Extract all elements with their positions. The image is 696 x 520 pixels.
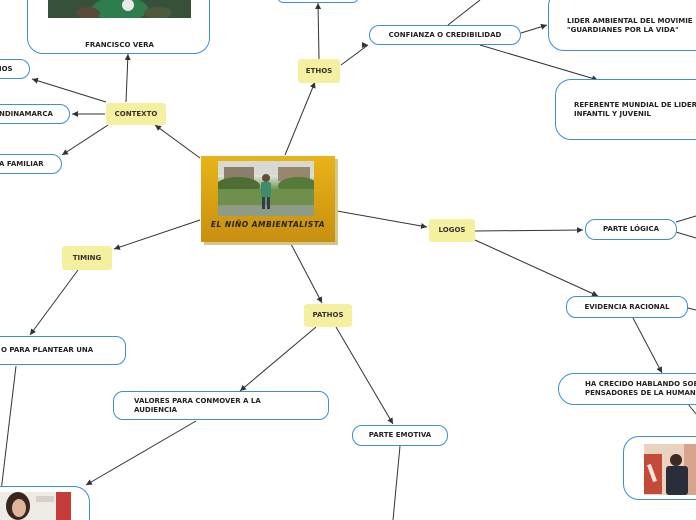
boy-photo <box>218 161 314 216</box>
node-evidencia-racional[interactable]: EVIDENCIA RACIONAL <box>566 296 688 318</box>
node-speaker-photo[interactable] <box>623 436 696 500</box>
line-pathos-valores <box>239 326 317 392</box>
francisco-photo-graphic <box>48 0 191 18</box>
node-timing[interactable]: TIMING <box>62 246 112 270</box>
node-contexto-item3[interactable]: A FAMILIAR <box>0 154 62 174</box>
node-lider-ambiental[interactable]: LIDER AMBIENTAL DEL MOVIMIE "GUARDIANES … <box>548 0 696 51</box>
line-hacrecido-right <box>687 403 696 415</box>
line-center-ethos <box>284 81 316 156</box>
francisco-photo <box>48 0 191 18</box>
node-francisco-vera[interactable]: FRANCISCO VERA <box>27 0 210 54</box>
speaker-photo <box>644 444 696 495</box>
line-contexto-item1 <box>31 77 107 103</box>
line-parte-down <box>675 231 696 239</box>
line-evidencia-right <box>687 307 696 311</box>
node-ethos-top[interactable] <box>277 0 359 3</box>
node-logos[interactable]: LOGOS <box>429 219 475 242</box>
line-momento-down <box>0 365 17 501</box>
node-parte-logica[interactable]: PARTE LÓGICA <box>585 219 677 240</box>
francisco-label: FRANCISCO VERA <box>85 41 154 49</box>
lider-label: LIDER AMBIENTAL DEL MOVIMIE "GUARDIANES … <box>567 16 693 34</box>
node-contexto-item1[interactable]: IOS <box>0 59 30 79</box>
line-contexto-francisco <box>124 53 131 103</box>
line-pathos-emotiva <box>335 326 394 425</box>
speaker-photo-graphic <box>644 444 696 495</box>
line-center-timing <box>113 219 201 250</box>
line-contexto-item3 <box>61 124 109 156</box>
line-emotiva-down <box>392 445 401 520</box>
node-ha-crecido[interactable]: HA CRECIDO HABLANDO SOB PENSADORES DE LA… <box>558 373 696 405</box>
girl-photo-graphic <box>0 492 71 520</box>
line-confianza-lider <box>520 23 548 34</box>
node-momento[interactable]: O PARA PLANTEAR UNA <box>0 336 126 365</box>
line-logos-evidencia <box>474 239 599 297</box>
node-referente[interactable]: REFERENTE MUNDIAL DE LIDER INFANTIL Y JU… <box>555 79 696 140</box>
ha-crecido-label: HA CRECIDO HABLANDO SOB PENSADORES DE LA… <box>585 380 696 397</box>
line-evidencia-hacrecido <box>632 317 663 374</box>
girl-photo <box>0 492 71 520</box>
node-pathos[interactable]: PATHOS <box>304 304 352 327</box>
referente-label: REFERENTE MUNDIAL DE LIDER INFANTIL Y JU… <box>574 100 696 118</box>
line-parte-up <box>675 215 696 223</box>
node-valores[interactable]: VALORES PARA CONMOVER A LA AUDIENCIA <box>113 391 329 420</box>
node-ethos[interactable]: ETHOS <box>298 59 340 83</box>
boy-photo-graphic <box>218 161 314 216</box>
line-ethos-top <box>315 2 322 60</box>
line-center-pathos <box>290 243 323 304</box>
line-timing-momento <box>29 269 79 336</box>
node-girl-photo[interactable] <box>0 486 90 520</box>
line-center-logos <box>336 210 428 229</box>
node-parte-emotiva[interactable]: PARTE EMOTIVA <box>352 425 448 446</box>
line-ethos-confianza <box>340 44 369 66</box>
line-confianza-up <box>447 0 481 26</box>
node-contexto-item2[interactable]: NDINAMARCA <box>0 104 70 124</box>
line-valores-photo <box>85 420 197 486</box>
line-logos-parte <box>474 227 584 234</box>
central-topic[interactable]: EL NIÑO AMBIENTALISTA <box>201 156 335 242</box>
line-confianza-referente <box>479 44 599 82</box>
valores-label: VALORES PARA CONMOVER A LA AUDIENCIA <box>134 396 261 414</box>
line-center-contexto <box>154 124 201 159</box>
node-contexto[interactable]: CONTEXTO <box>106 103 166 125</box>
node-confianza[interactable]: CONFIANZA O CREDIBILIDAD <box>369 25 521 45</box>
central-title: EL NIÑO AMBIENTALISTA <box>210 220 326 229</box>
